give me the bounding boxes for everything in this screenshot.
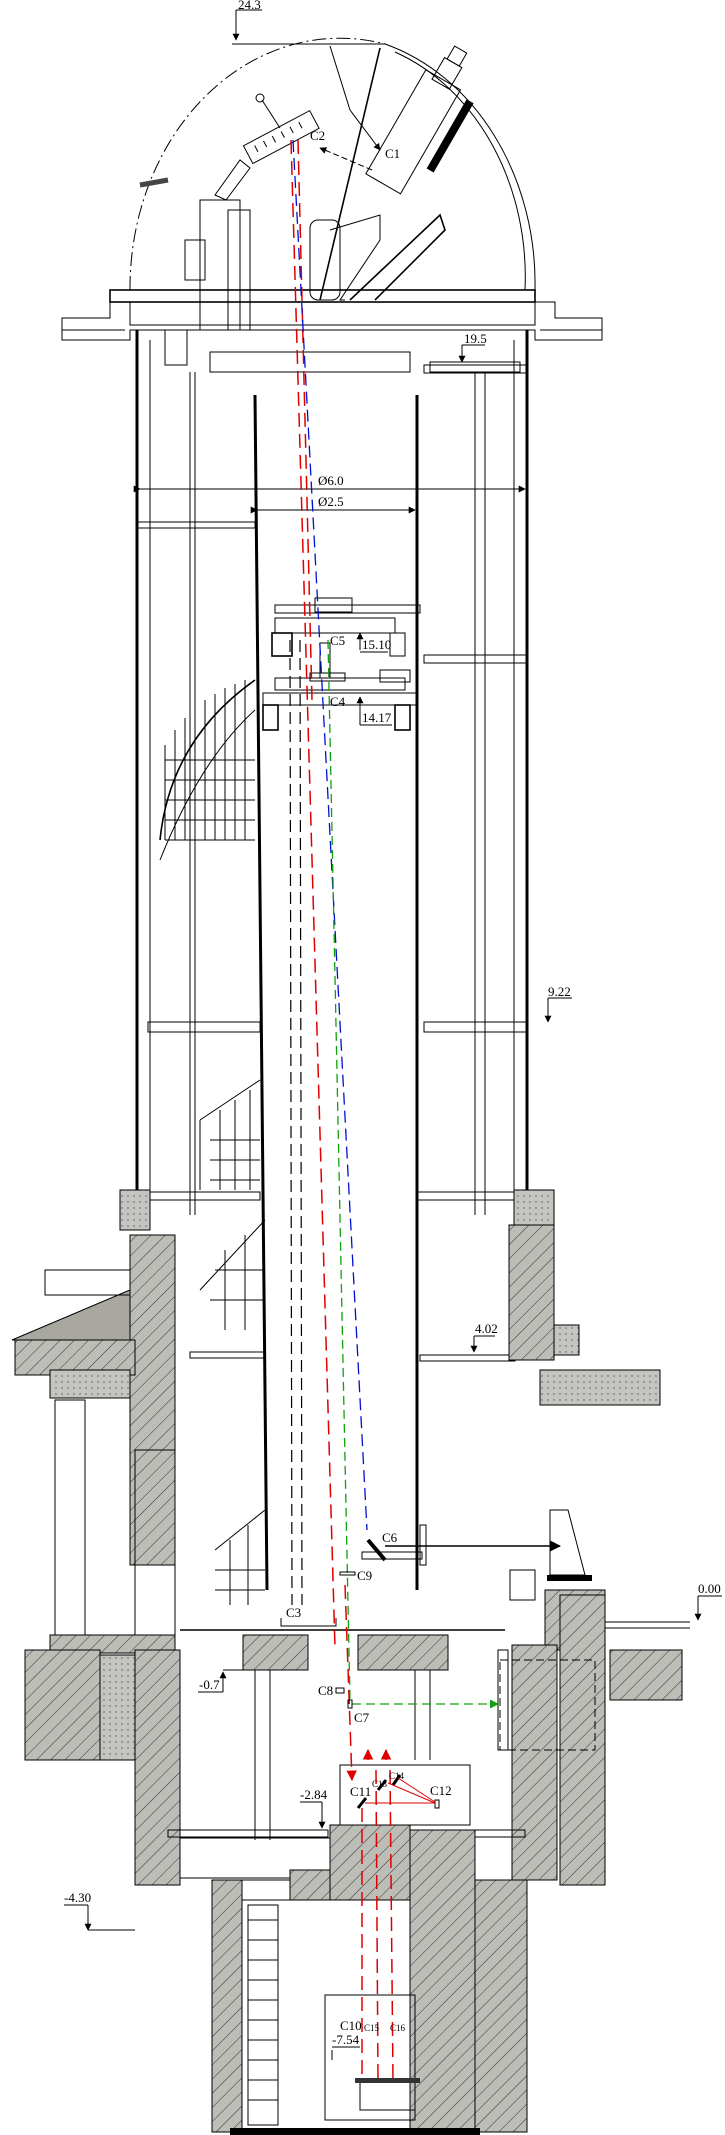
component-label-c5: C5 — [330, 633, 345, 648]
c8-mirror — [335, 1687, 345, 1694]
dome — [129, 37, 536, 331]
elevation-label: 19.5 — [464, 331, 487, 346]
lower-building — [11, 1189, 690, 2135]
coelostat-c1 — [365, 45, 474, 195]
elevation-label: -2.84 — [300, 1787, 328, 1802]
elevation-label: 14.17 — [362, 710, 392, 725]
component-label-c4: C4 — [330, 694, 346, 709]
coelostat-c2 — [242, 109, 320, 165]
elevation-label: 15.10 — [362, 637, 391, 652]
component-label-c15: C15 — [364, 2023, 380, 2033]
elevation-label: 4.02 — [475, 1321, 498, 1336]
component-label-c6: C6 — [382, 1530, 398, 1545]
elevation-marker-minus-2-84: -2.84 — [300, 1787, 328, 1829]
dimension-inner-diameter: Ø2.5 — [250, 494, 416, 514]
dimension-label: Ø2.5 — [318, 494, 344, 509]
elevation-label: 0.00 — [698, 1581, 721, 1596]
c6-mirror-assembly — [361, 1524, 562, 1566]
elevation-label: 24.3 — [238, 0, 261, 12]
elevation-label: 9.22 — [548, 984, 571, 999]
elevation-marker-15-10: 15.10 — [356, 632, 391, 653]
component-label-c14: C14 — [389, 1771, 405, 1781]
elevation-label: -0.7 — [199, 1677, 220, 1692]
c7-mirror — [347, 1699, 353, 1709]
dimension-label: Ø6.0 — [318, 473, 344, 488]
elevation-marker-4-02: 4.02 — [470, 1321, 498, 1353]
elevation-marker-9-22: 9.22 — [544, 984, 572, 1023]
c5-c4-optical-bench — [262, 597, 421, 731]
component-label-c10: C10 — [340, 2018, 362, 2033]
light-paths — [289, 139, 499, 2081]
elevation-marker-19-5: 19.5 — [458, 331, 487, 363]
component-label-c12: C12 — [430, 1783, 452, 1798]
elevation-label: -7.54 — [332, 2032, 360, 2047]
elevation-marker-minus-0-7: -0.7 — [198, 1669, 255, 1693]
elevation-marker-24-3: 24.3 — [232, 0, 262, 41]
component-label-c16: C16 — [390, 2023, 406, 2033]
elevation-label: -4.30 — [64, 1890, 91, 1905]
component-label-c7: C7 — [354, 1710, 370, 1725]
c3-mirror — [280, 1618, 337, 1627]
component-label-c8: C8 — [318, 1683, 333, 1698]
component-label-c11: C11 — [350, 1784, 371, 1799]
elevation-marker-minus-4-30: -4.30 — [64, 1890, 135, 1931]
component-label-c2: C2 — [310, 128, 325, 143]
elevation-marker-minus-7-54: -7.54 — [331, 2032, 360, 2060]
c9-mirror — [339, 1571, 356, 1576]
component-label-c13: C13 — [372, 1779, 388, 1789]
component-label-c1: C1 — [385, 146, 400, 161]
elevation-marker-14-17: 14.17 — [356, 696, 392, 726]
dimension-outer-diameter: Ø6.0 — [133, 473, 526, 493]
tower-structure — [135, 330, 529, 1605]
component-label-c3: C3 — [286, 1605, 301, 1620]
elevation-marker-0-00: 0.00 — [694, 1581, 722, 1621]
spectrograph-box — [339, 1764, 471, 2111]
roof-platform — [61, 289, 603, 373]
component-label-c9: C9 — [357, 1568, 372, 1583]
